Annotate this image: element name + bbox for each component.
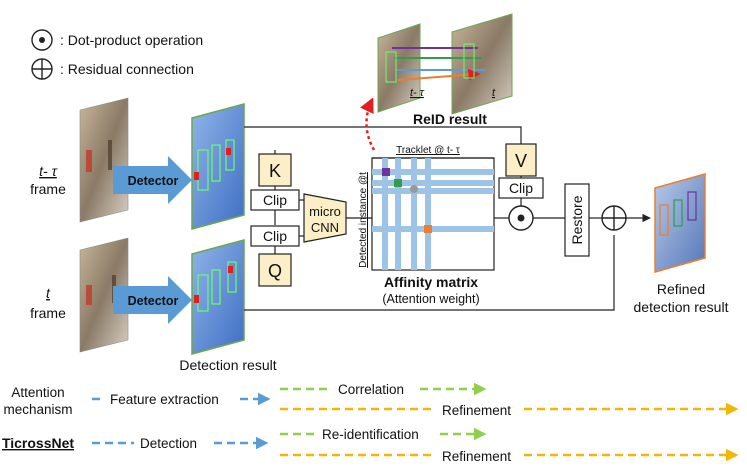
residual-connection-icon [31, 58, 53, 80]
q-block: Q [258, 253, 292, 287]
row1-label-2: mechanism [3, 402, 72, 417]
matrix-grid [372, 158, 494, 270]
refined-label-1: Refined [657, 281, 705, 297]
restore-block: Restore [564, 183, 590, 257]
bottom-legend: Attention mechanism Feature extraction C… [2, 382, 739, 464]
reid-label-left: t- τ [410, 87, 425, 99]
matrix-cell-gray [410, 185, 418, 193]
matrix-side-label: Detected instance @t [358, 172, 369, 268]
legend: : Dot-product operation : Residual conne… [31, 29, 203, 80]
v-label: V [515, 151, 527, 171]
frame-t-tau-sub: frame [30, 181, 66, 197]
k-label: K [269, 161, 281, 181]
clip-v-block: Clip [498, 177, 544, 199]
reid-title: ReID result [413, 111, 487, 127]
matrix-cell-orange [424, 225, 432, 233]
clip-v-label: Clip [509, 180, 533, 196]
k-block: K [258, 153, 292, 187]
row2-detection: Detection [140, 436, 197, 451]
dot-product-icon [31, 29, 53, 51]
residual-node [601, 205, 627, 231]
clip-q-label: Clip [263, 228, 287, 244]
reid-result: t- τ t ReID result [360, 13, 513, 151]
frame-t-label: t [46, 285, 51, 301]
detector-bottom-label: Detector [128, 294, 179, 308]
dot-product-node [508, 205, 534, 231]
connectors [244, 126, 651, 311]
row2-re-identification: Re-identification [322, 427, 419, 442]
micro-cnn-label-1: micro [309, 204, 341, 219]
v-block: V [505, 143, 537, 177]
micro-cnn-label-2: CNN [311, 220, 339, 235]
row1-correlation: Correlation [338, 382, 404, 397]
matrix-subtitle: (Attention weight) [382, 292, 479, 306]
frame-t-tau-label: t- τ [39, 163, 57, 179]
reid-label-right: t [492, 87, 496, 99]
row1-refinement: Refinement [442, 403, 511, 418]
clip-k-label: Clip [263, 192, 287, 208]
refined-label-2: detection result [634, 299, 729, 315]
input-frame-t-tau [79, 97, 129, 223]
legend-plus-label: : Residual connection [60, 61, 194, 77]
detector-top-label: Detector [128, 174, 179, 188]
detection-result-bottom [191, 239, 245, 355]
clip-k-block: Clip [250, 189, 300, 211]
detector-top: Detector [113, 156, 192, 204]
row2-label: TicrossNet [2, 435, 74, 451]
row1-label-1: Attention [11, 385, 64, 400]
restore-label: Restore [569, 195, 585, 244]
q-label: Q [268, 261, 282, 281]
matrix-cell-green [394, 179, 402, 187]
matrix-title: Affinity matrix [384, 274, 478, 290]
frame-t-sub: frame [30, 305, 66, 321]
row2-refinement: Refinement [442, 449, 511, 464]
reid-dotted-arrow [360, 97, 376, 151]
micro-cnn-block: micro CNN [303, 193, 347, 243]
clip-q-block: Clip [250, 225, 300, 247]
affinity-matrix: Tracklet @ t- τ Detected instance @t Aff… [358, 145, 495, 306]
matrix-cell-purple [382, 168, 390, 176]
matrix-top-label: Tracklet @ t- τ [396, 145, 460, 156]
row1-feature-extraction: Feature extraction [110, 392, 219, 407]
detection-result-top [191, 103, 245, 230]
frame-labels: t- τ frame t frame [30, 163, 66, 321]
detector-bottom: Detector [113, 276, 192, 324]
refined-result-frame [654, 173, 706, 273]
detection-result-label: Detection result [179, 357, 276, 373]
legend-dot-label: : Dot-product operation [60, 32, 203, 48]
